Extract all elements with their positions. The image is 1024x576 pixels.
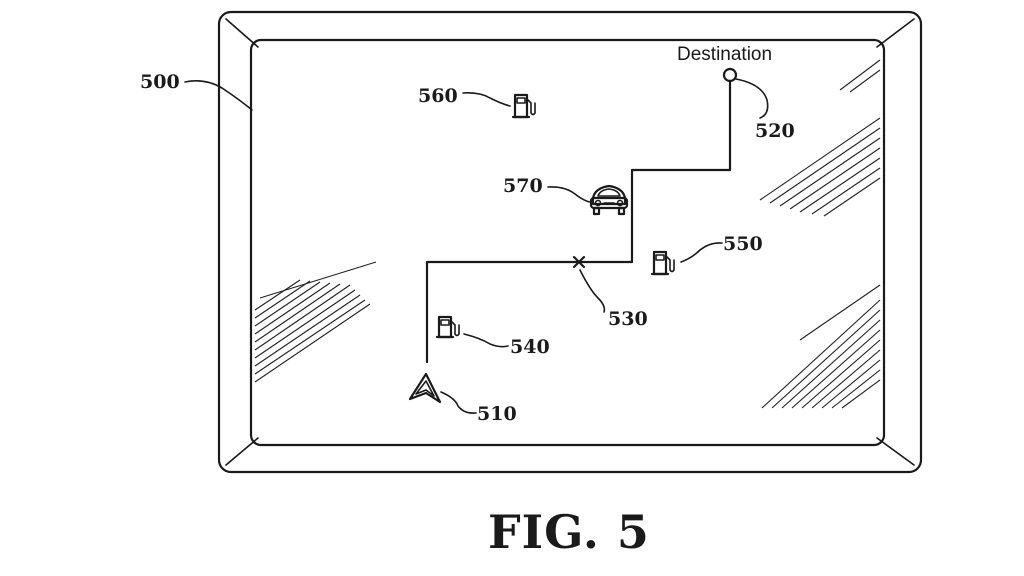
bevel-bottom-right [876, 437, 915, 466]
display-device [217, 10, 923, 474]
fuel-pump-icon [650, 250, 675, 276]
screen-glare-bottom-right [761, 284, 881, 409]
ref-label-510: 510 [477, 403, 517, 425]
ref-label-520: 520 [755, 120, 795, 142]
ref-label-550: 550 [723, 233, 763, 255]
navigation-arrow-icon [408, 372, 442, 404]
fuel-pump-icon [435, 315, 460, 339]
leader-530 [579, 269, 606, 313]
x-mark-icon [572, 255, 586, 269]
bevel-top-left [225, 18, 259, 48]
ref-label-540: 540 [510, 336, 550, 358]
device-screen [249, 38, 886, 447]
circle-marker-icon [722, 67, 738, 83]
figure-caption: FIG. 5 [488, 505, 650, 559]
route-line [425, 79, 732, 364]
leader-570 [547, 186, 591, 203]
ref-label-570: 570 [503, 175, 543, 197]
leader-560 [462, 92, 511, 107]
ref-label-530: 530 [608, 308, 648, 330]
leader-520 [735, 78, 769, 119]
bevel-top-right [876, 18, 915, 48]
leader-lines [184, 78, 769, 414]
screen-glare-bottom-left [254, 261, 377, 383]
ref-label-560: 560 [418, 85, 458, 107]
leader-510 [440, 391, 477, 414]
device-outer-frame [217, 10, 923, 474]
screen-glare-top-right [759, 59, 881, 217]
car-icon [589, 184, 629, 216]
destination-label: Destination [677, 44, 772, 65]
leader-550 [680, 242, 723, 263]
bevel-bottom-left [225, 437, 259, 466]
leader-540 [463, 333, 509, 348]
leader-500 [184, 80, 253, 111]
ref-label-500: 500 [140, 71, 180, 93]
fuel-pump-icon [511, 93, 536, 119]
